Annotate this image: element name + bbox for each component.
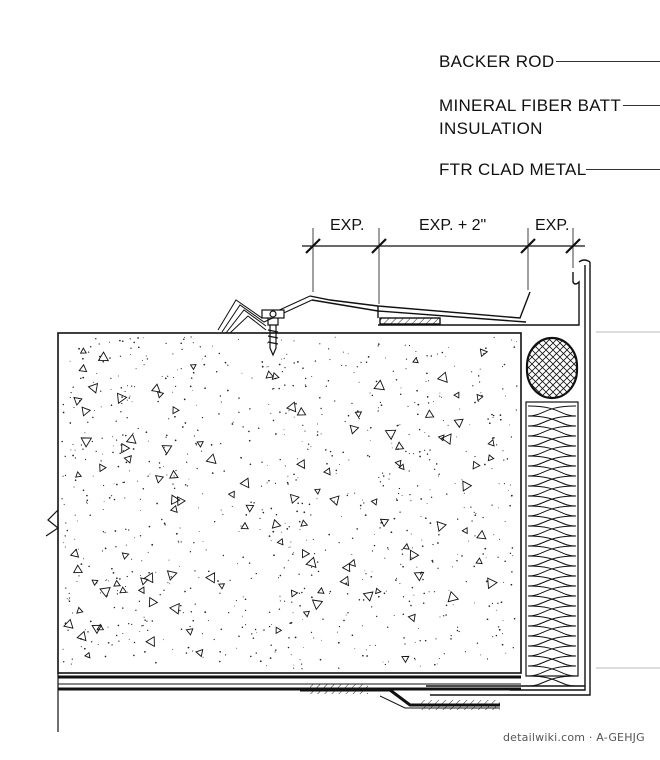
label-ftr-clad-metal: FTR CLAD METAL — [439, 160, 587, 179]
dimension-label-middle: EXP. + 2" — [419, 217, 487, 234]
soffit-layers — [58, 675, 521, 710]
dimension-label-right: EXP. — [535, 217, 570, 234]
roof-membrane — [217, 295, 313, 334]
dimension-line — [302, 228, 585, 304]
label-mineral-fiber: MINERAL FIBER BATT — [439, 96, 622, 115]
ftr-clad-metal — [309, 259, 591, 696]
leader-line — [556, 61, 660, 62]
label-backer-rod: BACKER ROD — [439, 52, 555, 71]
dimension-label-left: EXP. — [330, 217, 365, 234]
concrete-slab — [57, 332, 522, 674]
backer-rod — [525, 336, 579, 400]
leader-line — [586, 169, 660, 170]
label-insulation: INSULATION — [439, 119, 543, 138]
leader-line — [623, 105, 660, 106]
fastener — [261, 309, 285, 357]
break-line — [45, 509, 60, 537]
mineral-fiber-insulation — [525, 401, 579, 687]
source-credit: detailwiki.com · A-GEHJG — [503, 731, 645, 744]
